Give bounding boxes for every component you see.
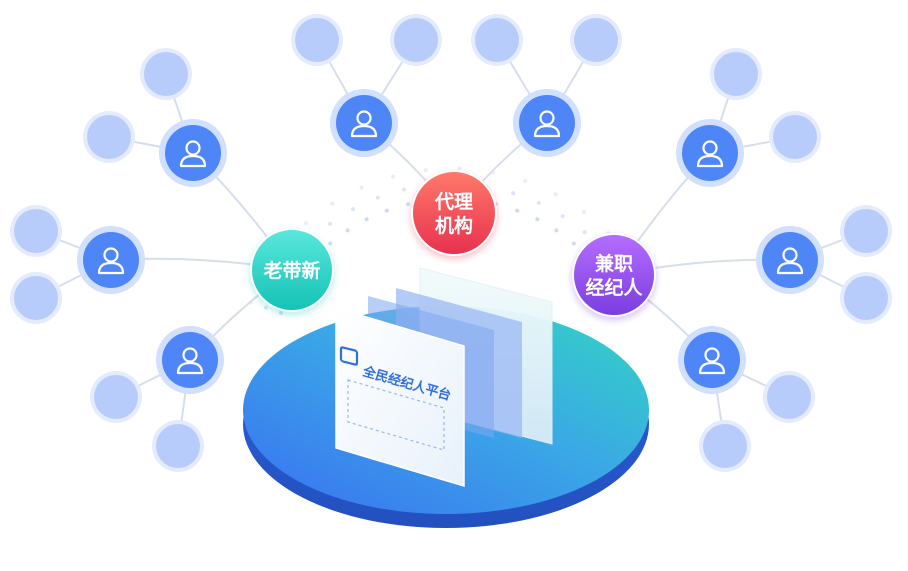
user-node: [678, 326, 746, 394]
hub-label: 老带新: [263, 259, 320, 282]
leaf-node: [844, 209, 888, 253]
arc-dot: [402, 187, 407, 192]
arc-dot: [554, 228, 559, 233]
leaf-node: [767, 375, 811, 419]
user-icon: [179, 140, 207, 168]
arc-dot: [457, 166, 462, 171]
leaf-node: [714, 52, 758, 96]
arc-dot: [328, 241, 333, 246]
arc-dot: [330, 201, 335, 206]
arc-dot: [359, 185, 364, 190]
card-input-box: [347, 379, 445, 451]
hub-label: 机构: [435, 214, 473, 237]
leaf-node: [394, 18, 438, 62]
leaf-node: [703, 424, 747, 468]
user-icon: [698, 347, 726, 375]
arc-dot: [560, 214, 565, 219]
user-icon: [350, 110, 378, 138]
arc-dot: [423, 168, 428, 173]
user-node: [77, 226, 145, 294]
hub-label: 兼职: [595, 252, 633, 275]
platform-logo-icon: [339, 346, 359, 366]
user-icon: [176, 347, 204, 375]
arc-dot: [364, 217, 369, 222]
arc-dot: [384, 208, 389, 213]
arc-dot: [304, 221, 309, 226]
hub-label: 代理: [434, 191, 473, 213]
leaf-nodes: [10, 14, 892, 472]
hub-lao-dai-xin: 老带新: [249, 228, 335, 316]
user-icon: [97, 247, 125, 275]
card-front: [335, 306, 465, 488]
leaf-node: [14, 209, 58, 253]
arc-dot: [515, 208, 520, 213]
arc-dot: [406, 202, 410, 207]
leaf-node: [14, 276, 58, 320]
user-icon: [696, 140, 724, 168]
leaf-node: [94, 375, 138, 419]
arc-dot: [535, 217, 540, 222]
arc-dot: [582, 230, 587, 235]
leaf-node: [156, 424, 200, 468]
arc-dot: [391, 174, 395, 179]
user-node: [330, 89, 398, 157]
leaf-node: [773, 115, 817, 159]
leaf-node: [144, 52, 188, 96]
arc-dot: [375, 195, 380, 200]
arc-dot: [345, 228, 350, 233]
leaf-node: [295, 18, 339, 62]
user-node: [756, 226, 824, 294]
arc-dot: [511, 191, 516, 196]
arc-dot: [581, 209, 586, 214]
hub-label: 经纪人: [585, 276, 643, 299]
arc-dot: [328, 221, 333, 226]
arc-dot: [536, 200, 541, 205]
arc-dot: [553, 192, 558, 197]
arc-dot: [523, 179, 528, 183]
user-nodes: [77, 89, 824, 394]
user-node: [513, 89, 581, 157]
leaf-node: [475, 18, 519, 62]
user-node: [156, 326, 224, 394]
user-node: [159, 119, 227, 187]
arc-dot: [351, 207, 355, 212]
card-stack: 全民经纪人平台: [335, 267, 553, 488]
leaf-node: [574, 18, 618, 62]
user-node: [676, 119, 744, 187]
user-icon: [533, 110, 561, 138]
arc-dot: [571, 241, 576, 246]
leaf-node: [87, 115, 131, 159]
user-icon: [776, 247, 804, 275]
leaf-node: [844, 276, 888, 320]
